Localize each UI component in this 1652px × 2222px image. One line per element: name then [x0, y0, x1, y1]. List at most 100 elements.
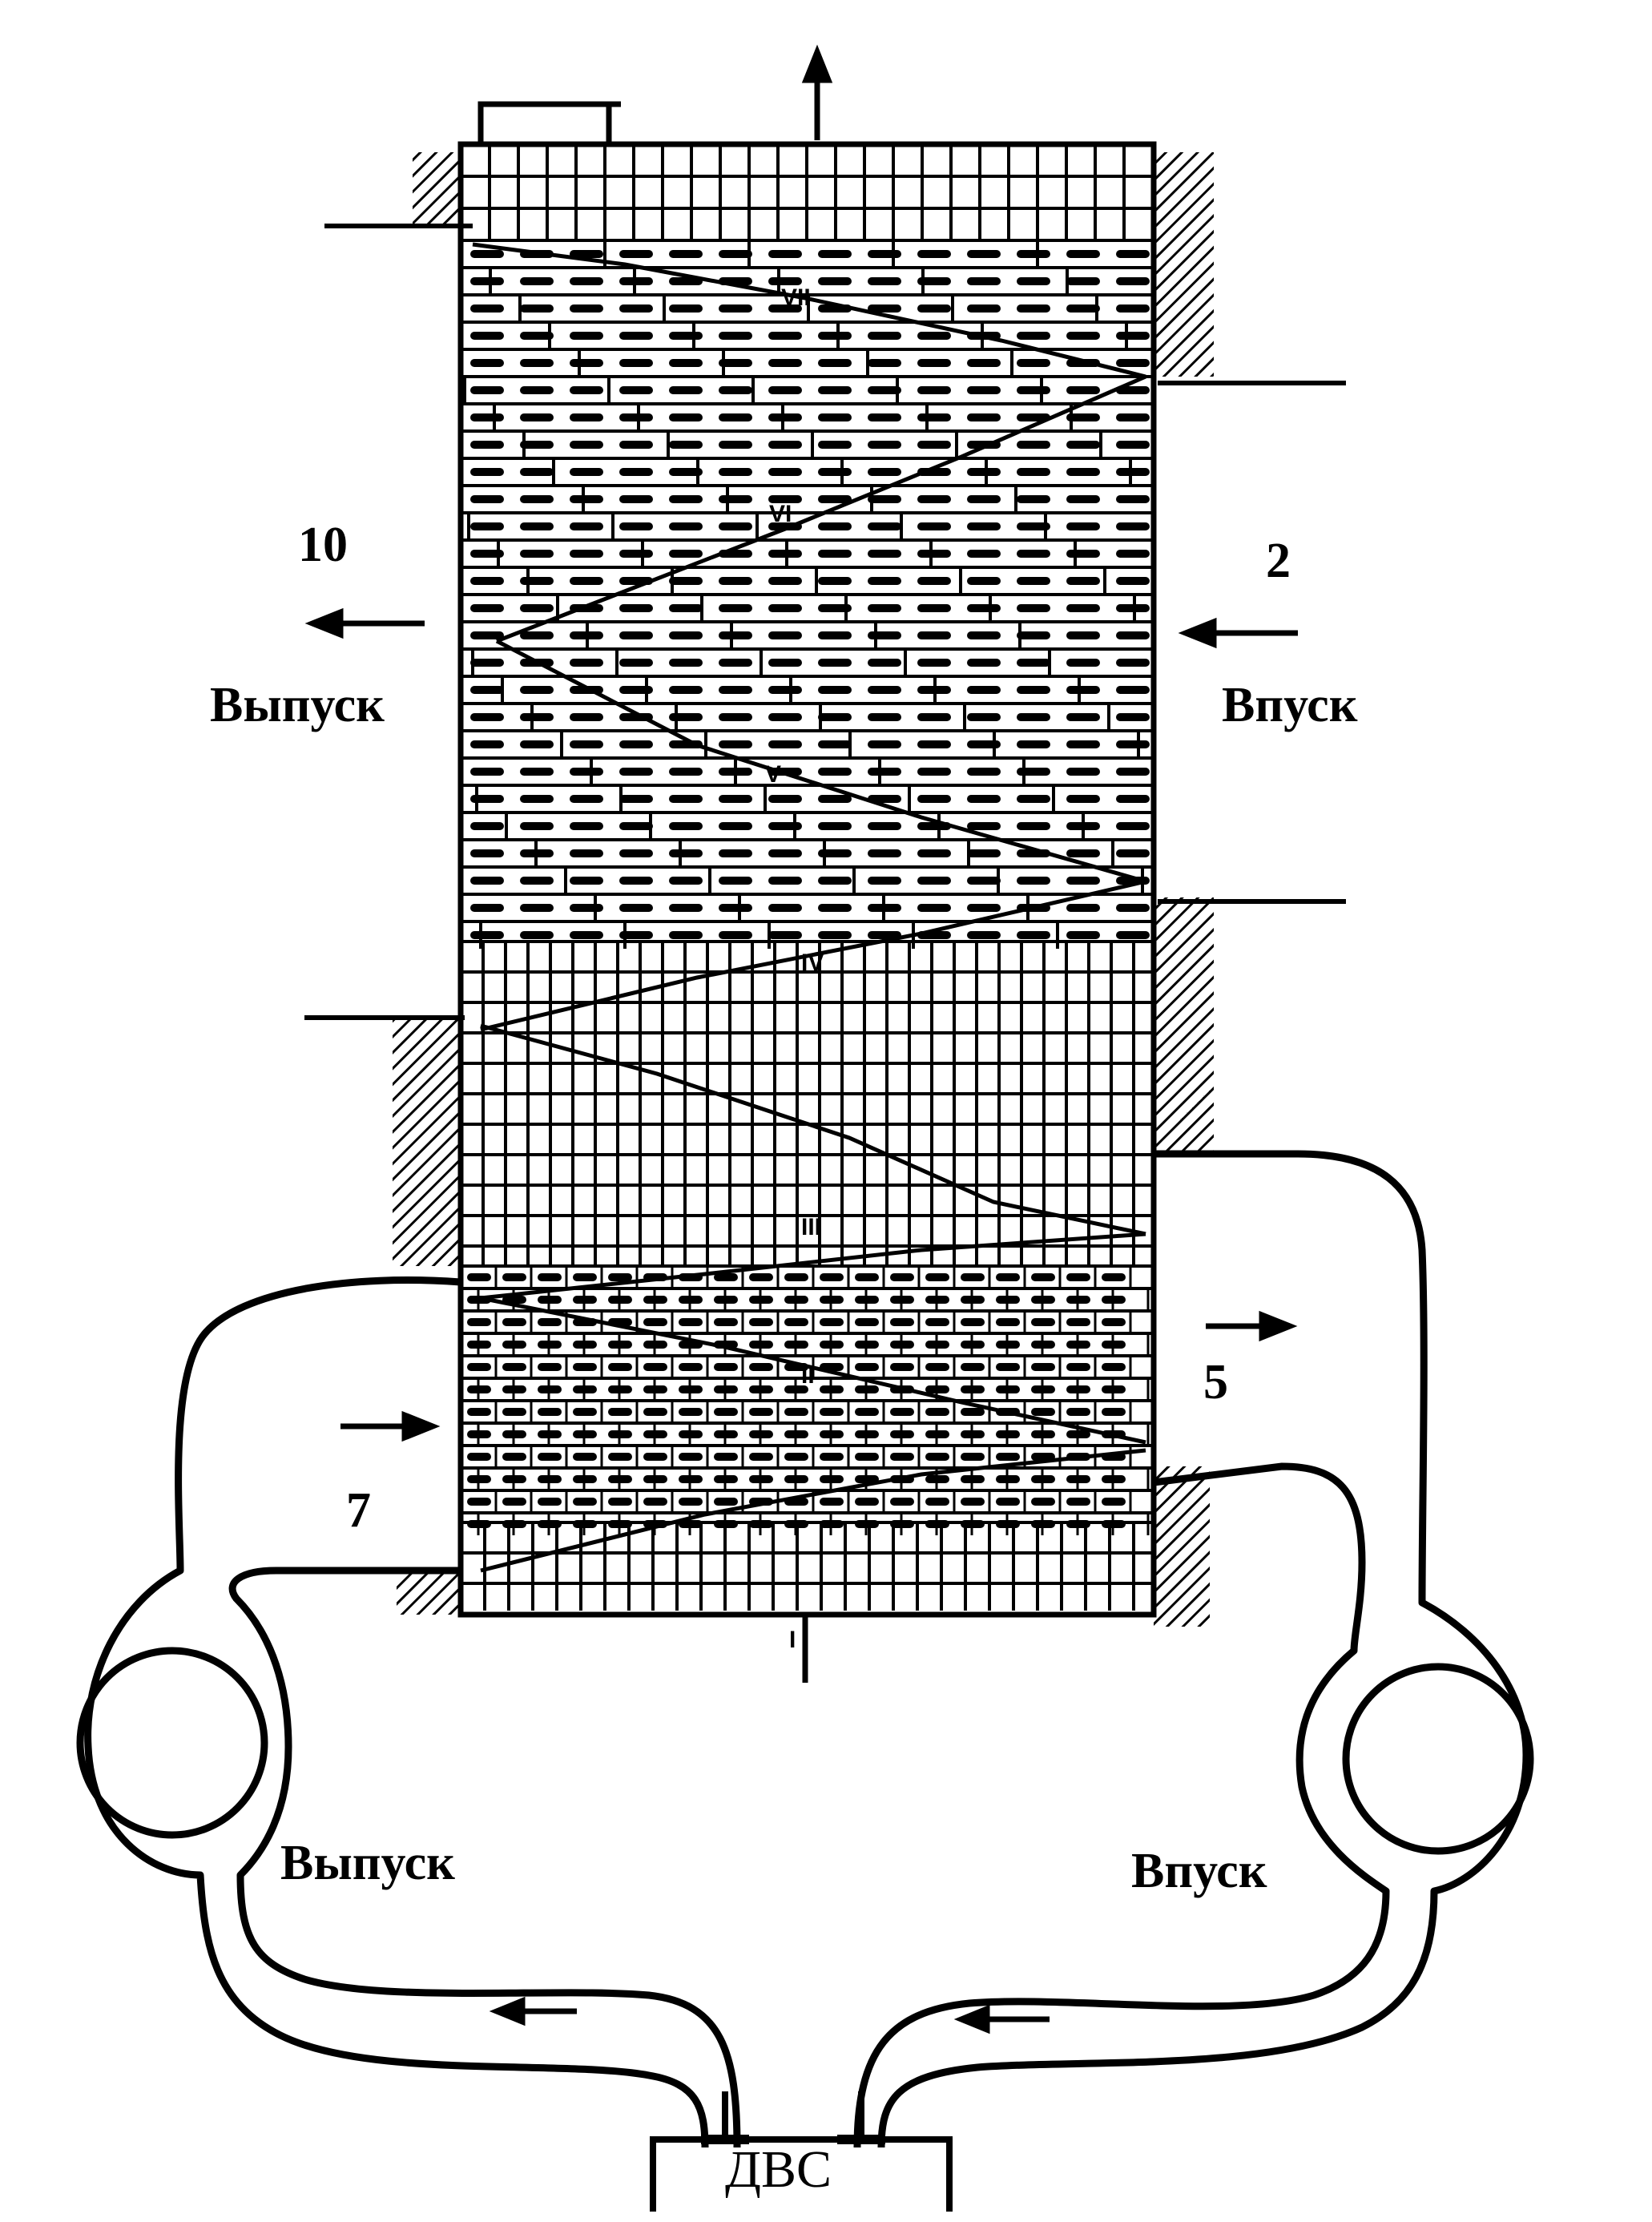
brick-dash [818, 250, 852, 258]
brick-dash [1116, 495, 1150, 503]
brick-dash [1066, 795, 1100, 803]
brick-dash [868, 550, 901, 558]
brick-dash [470, 577, 504, 585]
brick-dash [967, 740, 1001, 748]
brick-dash [619, 659, 653, 667]
brick-dash [570, 713, 603, 721]
brick-dash [470, 332, 504, 340]
brick-dash [719, 768, 752, 776]
label-5: 5 [1203, 1355, 1228, 1409]
brick-dash [470, 495, 504, 503]
brick-dash [1116, 277, 1150, 285]
brick-dash [890, 1273, 914, 1281]
zone-label-vi: VI [769, 501, 792, 527]
brick-dash [520, 495, 554, 503]
right-duct-outer [877, 1150, 1530, 2148]
brick-dash [470, 359, 504, 367]
brick-dash [570, 386, 603, 394]
brick-dash [961, 1498, 985, 1506]
brick-dash [1116, 713, 1150, 721]
brick-dash [925, 1453, 949, 1461]
brick-dash [619, 332, 653, 340]
brick-dash [1017, 768, 1050, 776]
brick-dash [768, 931, 802, 939]
brick-dash [917, 577, 951, 585]
brick-dash [1102, 1498, 1126, 1506]
brick-dash [520, 768, 554, 776]
brick-dash [749, 1318, 773, 1326]
brick-dash [719, 495, 752, 503]
brick-dash [608, 1363, 632, 1371]
brick-dash [467, 1408, 491, 1416]
brick-dash [619, 304, 653, 313]
brick-dash [520, 304, 554, 313]
engine-box [650, 2091, 953, 2212]
brick-dash [520, 686, 554, 694]
brick-dash [1017, 631, 1050, 639]
brick-dash [768, 441, 802, 449]
brick-dash [669, 550, 703, 558]
right-compressor-circle [1342, 1663, 1534, 1855]
brick-dash [917, 522, 951, 530]
brick-dash [917, 386, 951, 394]
brick-dash [967, 877, 1001, 885]
brick-dash [1017, 877, 1050, 885]
brick-dash [1102, 1318, 1126, 1326]
brick-dash [570, 849, 603, 857]
brick-dash [669, 822, 703, 830]
brick-dash [868, 359, 901, 367]
brick-dash [768, 822, 802, 830]
brick-dash [1066, 1363, 1090, 1371]
arrow-left-icon [1178, 617, 1298, 649]
arrow-left-icon [953, 2004, 1050, 2034]
brick-dash [669, 441, 703, 449]
label-7: 7 [346, 1483, 371, 1538]
brick-dash [917, 550, 951, 558]
brick-dash [1066, 250, 1100, 258]
label-outlet-left: Выпуск [210, 678, 385, 732]
brick-dash [1066, 1273, 1090, 1281]
brick-dash [818, 904, 852, 912]
brick-dash [1017, 604, 1050, 612]
brick-dash [470, 686, 504, 694]
brick-dash [619, 359, 653, 367]
brick-dash [1017, 277, 1050, 285]
brick-dash [669, 659, 703, 667]
brick-dash [714, 1453, 738, 1461]
zone-label-ii: II [801, 1362, 815, 1389]
brick-dash [467, 1453, 491, 1461]
brick-dash [917, 441, 951, 449]
brick-dash [868, 768, 901, 776]
brick-dash [1031, 1273, 1055, 1281]
brick-dash [818, 550, 852, 558]
brick-dash [1102, 1363, 1126, 1371]
brick-dash [890, 1453, 914, 1461]
brick-dash [868, 441, 901, 449]
label-10: 10 [298, 518, 348, 572]
brick-dash [570, 250, 603, 258]
brick-dash [1066, 931, 1100, 939]
brick-dash [573, 1363, 597, 1371]
brick-dash [768, 631, 802, 639]
brick-dash [868, 877, 901, 885]
brick-dash [868, 631, 901, 639]
port-lines [304, 224, 1346, 1020]
brick-dash [1017, 250, 1050, 258]
brick-dash [1017, 577, 1050, 585]
brick-dash [470, 822, 504, 830]
brick-dash [855, 1363, 879, 1371]
brick-dash [520, 332, 554, 340]
brick-dash [538, 1408, 562, 1416]
brick-dash [467, 1318, 491, 1326]
brick-dash [570, 877, 603, 885]
brick-dash [669, 904, 703, 912]
brick-dash [768, 304, 802, 313]
brick-dash [669, 495, 703, 503]
brick-dash [619, 686, 653, 694]
brick-dash [502, 1408, 526, 1416]
brick-dash [520, 904, 554, 912]
brick-dash [608, 1498, 632, 1506]
brick-dash [520, 577, 554, 585]
brick-dash [470, 713, 504, 721]
brick-dash [1116, 740, 1150, 748]
